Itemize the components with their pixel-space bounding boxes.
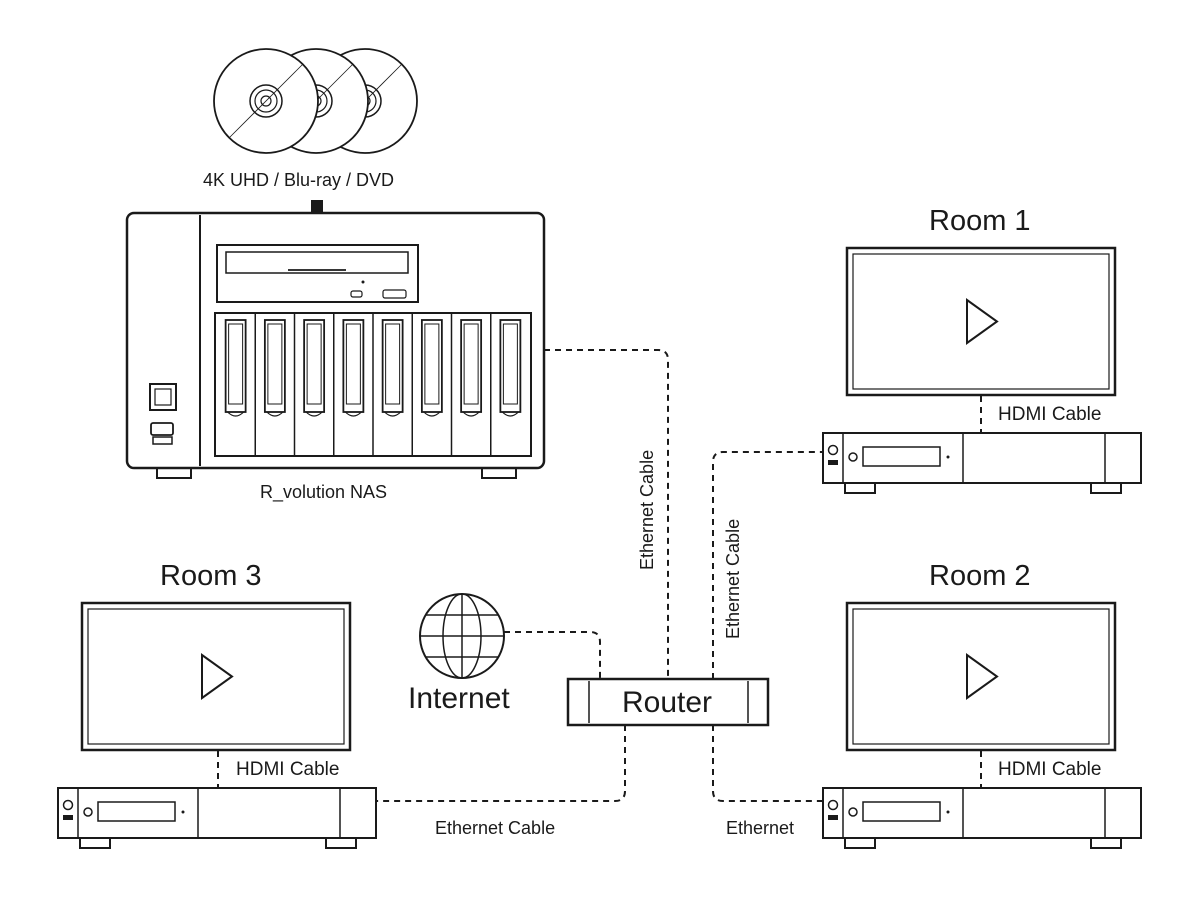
drive-bay — [450, 314, 483, 455]
room-2-hdmi-label: HDMI Cable — [998, 759, 1102, 780]
nas-label: R_volution NAS — [260, 482, 388, 502]
room-3-ethernet-cable — [376, 725, 626, 802]
nas-ethernet-cable — [544, 349, 669, 679]
room-3-ethernet-label: Ethernet Cable — [435, 818, 556, 838]
room-3-hdmi-label: HDMI Cable — [236, 759, 340, 780]
room-2-ethernet-label: Ethernet — [726, 818, 795, 838]
router-device — [566, 677, 770, 727]
drive-bay — [411, 314, 443, 455]
drive-bay — [333, 314, 365, 455]
room-2-ethernet-cable — [712, 725, 823, 802]
drive-bay — [293, 314, 326, 455]
room-1-ethernet-label: Ethernet Cable — [723, 518, 743, 639]
room-1-hdmi-label: HDMI Cable — [998, 404, 1102, 425]
power-button-icon — [149, 383, 177, 411]
router-label: Router — [622, 686, 713, 719]
room-3-tv — [80, 601, 352, 752]
room-2-title: Room 2 — [929, 560, 1031, 592]
room-3-player — [57, 787, 377, 849]
globe-icon — [419, 593, 505, 679]
optical-drive — [216, 244, 419, 303]
room-3-title: Room 3 — [160, 560, 262, 592]
disc-caption: 4K UHD / Blu-ray / DVD — [203, 170, 395, 190]
nas-device — [125, 211, 546, 479]
usb-port-icon — [150, 422, 174, 445]
room-2-player — [822, 787, 1142, 849]
drive-bays — [224, 314, 522, 455]
room-1-player — [822, 432, 1142, 494]
room-1-title: Room 1 — [929, 205, 1031, 237]
nas-ethernet-label: Ethernet Cable — [637, 449, 657, 570]
disc-icon — [213, 48, 418, 154]
room-1-tv — [845, 246, 1117, 397]
internet-link — [504, 631, 601, 679]
drive-bay — [372, 314, 404, 455]
drive-bay — [254, 314, 286, 455]
drive-bay — [224, 319, 247, 417]
room-1-ethernet-cable — [712, 451, 823, 679]
drive-bay — [490, 314, 522, 455]
room-2-tv — [845, 601, 1117, 752]
internet-label: Internet — [408, 682, 510, 715]
